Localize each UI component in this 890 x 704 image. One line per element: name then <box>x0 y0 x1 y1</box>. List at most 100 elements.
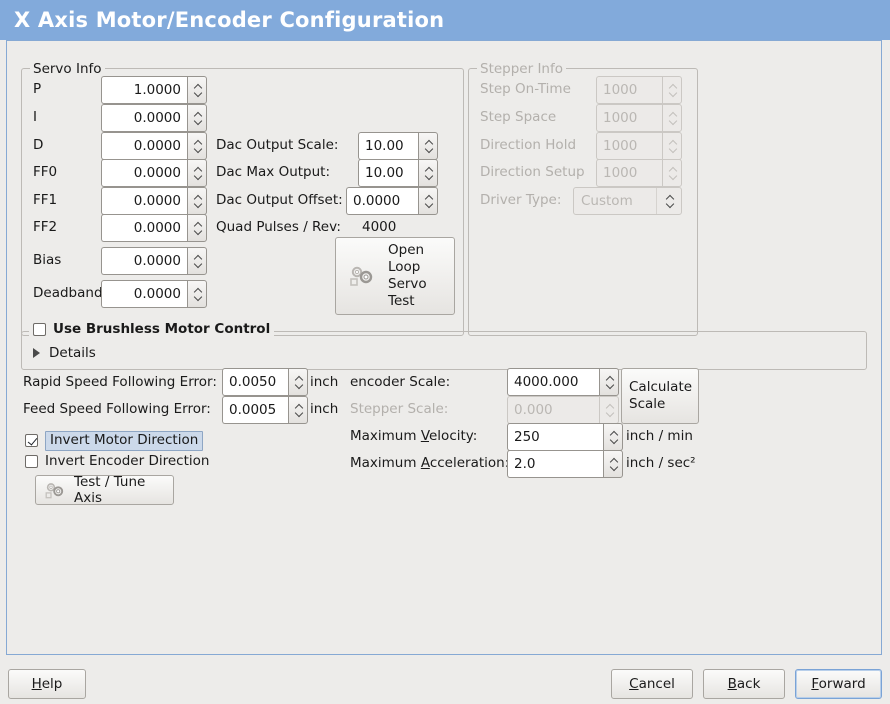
use-brushless-motor-control-label: Use Brushless Motor Control <box>53 321 271 337</box>
invert-encoder-direction-checkbox[interactable]: Invert Encoder Direction <box>25 454 209 469</box>
chevron-down-icon[interactable] <box>193 146 202 151</box>
feed-following-error-value[interactable]: 0.0005 <box>222 396 288 424</box>
checkbox-box[interactable] <box>33 323 46 337</box>
servo-ff0-value[interactable]: 0.0000 <box>101 159 187 187</box>
chevron-down-icon[interactable] <box>193 201 202 206</box>
servo-bias-spinbox[interactable]: 0.0000 <box>101 247 207 275</box>
dac-max-output-value[interactable]: 10.00 <box>358 159 418 187</box>
rapid-following-error-stepper-buttons[interactable] <box>288 368 308 396</box>
servo-d-stepper-buttons[interactable] <box>187 132 207 160</box>
maximum-acceleration-value[interactable]: 2.0 <box>507 450 603 478</box>
chevron-down-icon[interactable] <box>605 382 614 387</box>
feed-following-error-spinbox[interactable]: 0.0005 <box>222 396 308 424</box>
servo-i-spinbox[interactable]: 0.0000 <box>101 104 207 132</box>
chevron-right-icon[interactable] <box>33 348 40 358</box>
stepper-scale-stepper-buttons <box>599 396 619 424</box>
invert-motor-direction-checkbox[interactable]: Invert Motor Direction <box>25 431 204 451</box>
servo-bias-value[interactable]: 0.0000 <box>101 247 187 275</box>
chevron-down-icon[interactable] <box>193 294 202 299</box>
servo-ff1-stepper-buttons[interactable] <box>187 187 207 215</box>
checkbox-box[interactable] <box>25 455 38 469</box>
chevron-down-icon[interactable] <box>294 410 303 415</box>
rapid-following-error-label: Rapid Speed Following Error: <box>23 374 217 390</box>
servo-ff1-value[interactable]: 0.0000 <box>101 187 187 215</box>
dac-max-output-spinbox[interactable]: 10.00 <box>358 159 438 187</box>
servo-d-value[interactable]: 0.0000 <box>101 132 187 160</box>
forward-button-label: Forward <box>811 676 866 692</box>
help-button[interactable]: Help <box>8 669 86 699</box>
maximum-acceleration-stepper-buttons[interactable] <box>603 450 623 478</box>
servo-p-value[interactable]: 1.0000 <box>101 76 187 104</box>
servo-i-value[interactable]: 0.0000 <box>101 104 187 132</box>
test-tune-axis-label: Test / Tune Axis <box>74 474 146 506</box>
encoder-scale-value[interactable]: 4000.000 <box>507 368 599 396</box>
feed-following-error-stepper-buttons[interactable] <box>288 396 308 424</box>
chevron-down-icon[interactable] <box>609 437 618 442</box>
encoder-scale-spinbox[interactable]: 4000.000 <box>507 368 619 396</box>
chevron-down-icon[interactable] <box>424 173 433 178</box>
chevron-down-icon <box>605 410 614 415</box>
servo-label-p: P <box>33 81 42 97</box>
servo-ff0-stepper-buttons[interactable] <box>187 159 207 187</box>
dac-output-offset-spinbox[interactable]: 0.0000 <box>346 187 438 215</box>
servo-deadband-stepper-buttons[interactable] <box>187 280 207 308</box>
dialog-footer: Help Cancel Back Forward <box>0 655 890 704</box>
dac-output-offset-stepper-buttons[interactable] <box>418 187 438 215</box>
maximum-acceleration-spinbox[interactable]: 2.0 <box>507 450 623 478</box>
dac-max-output-stepper-buttons[interactable] <box>418 159 438 187</box>
dac-output-scale-value[interactable]: 10.00 <box>358 132 418 160</box>
forward-button[interactable]: Forward <box>795 669 882 699</box>
dac-max-output-label: Dac Max Output: <box>216 164 331 180</box>
details-expander[interactable]: Details <box>31 345 96 361</box>
servo-ff1-spinbox[interactable]: 0.0000 <box>101 187 207 215</box>
encoder-scale-label: encoder Scale: <box>350 374 451 390</box>
servo-d-spinbox[interactable]: 0.0000 <box>101 132 207 160</box>
servo-info-legend: Servo Info <box>30 61 105 77</box>
encoder-scale-stepper-buttons[interactable] <box>599 368 619 396</box>
servo-deadband-spinbox[interactable]: 0.0000 <box>101 280 207 308</box>
servo-ff2-stepper-buttons[interactable] <box>187 214 207 242</box>
open-loop-line-1: Open <box>388 242 425 259</box>
chevron-down-icon[interactable] <box>193 173 202 178</box>
open-loop-servo-test-button[interactable]: Open Loop Servo Test <box>335 237 455 315</box>
chevron-down-icon[interactable] <box>193 90 202 95</box>
maximum-acceleration-unit: inch / sec² <box>626 455 696 471</box>
dac-output-scale-spinbox[interactable]: 10.00 <box>358 132 438 160</box>
servo-i-stepper-buttons[interactable] <box>187 104 207 132</box>
test-tune-axis-button[interactable]: Test / Tune Axis <box>35 474 174 506</box>
cancel-button[interactable]: Cancel <box>611 669 693 699</box>
servo-ff2-value[interactable]: 0.0000 <box>101 214 187 242</box>
servo-p-stepper-buttons[interactable] <box>187 76 207 104</box>
maximum-velocity-stepper-buttons[interactable] <box>603 423 623 451</box>
chevron-down-icon[interactable] <box>424 201 433 206</box>
chevron-down-icon[interactable] <box>609 464 618 469</box>
maximum-velocity-label: Maximum Velocity: <box>350 428 478 444</box>
servo-bias-stepper-buttons[interactable] <box>187 247 207 275</box>
servo-deadband-value[interactable]: 0.0000 <box>101 280 187 308</box>
back-button[interactable]: Back <box>703 669 785 699</box>
chevron-down-icon[interactable] <box>193 118 202 123</box>
rapid-following-error-value[interactable]: 0.0050 <box>222 368 288 396</box>
checkbox-box[interactable] <box>25 434 38 448</box>
maximum-velocity-value[interactable]: 250 <box>507 423 603 451</box>
maximum-velocity-spinbox[interactable]: 250 <box>507 423 623 451</box>
chevron-down-icon[interactable] <box>294 382 303 387</box>
chevron-down-icon[interactable] <box>193 228 202 233</box>
stepper-scale-value: 0.000 <box>507 396 599 424</box>
step-space-stepper-buttons <box>662 104 682 132</box>
rapid-following-error-spinbox[interactable]: 0.0050 <box>222 368 308 396</box>
use-brushless-motor-control-checkbox[interactable]: Use Brushless Motor Control <box>29 321 275 337</box>
servo-label-ff1: FF1 <box>33 192 58 208</box>
direction-hold-spinbox: 1000 <box>596 132 682 160</box>
dac-output-offset-value[interactable]: 0.0000 <box>346 187 418 215</box>
calculate-scale-button[interactable]: Calculate Scale <box>621 368 699 424</box>
servo-p-spinbox[interactable]: 1.0000 <box>101 76 207 104</box>
driver-type-combobox: Custom <box>573 187 682 215</box>
window-titlebar: X Axis Motor/Encoder Configuration <box>0 0 890 40</box>
chevron-down-icon[interactable] <box>193 261 202 266</box>
dac-output-scale-stepper-buttons[interactable] <box>418 132 438 160</box>
chevron-down-icon[interactable] <box>424 146 433 151</box>
servo-ff0-spinbox[interactable]: 0.0000 <box>101 159 207 187</box>
servo-ff2-spinbox[interactable]: 0.0000 <box>101 214 207 242</box>
step-on-time-label: Step On-Time <box>480 81 571 97</box>
